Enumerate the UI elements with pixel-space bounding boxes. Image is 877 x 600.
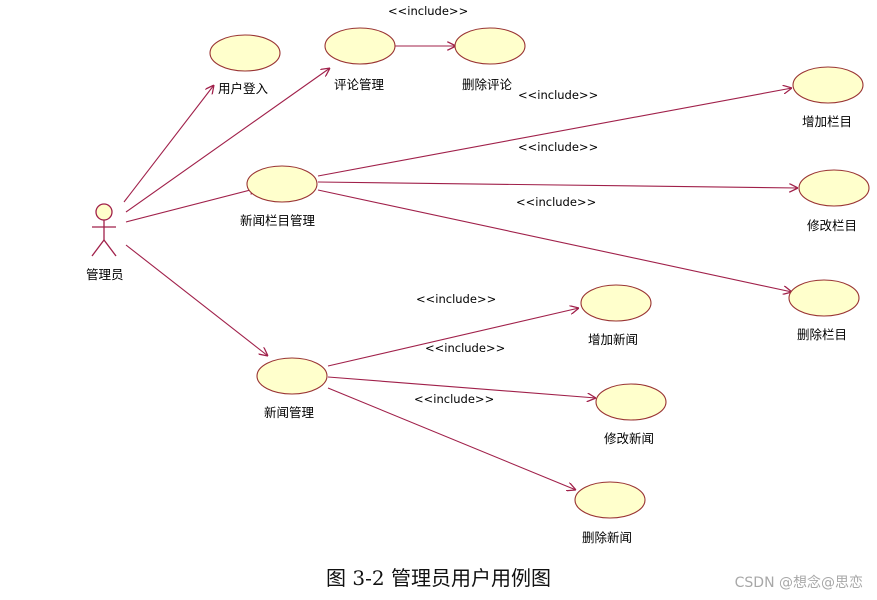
use-case-add-news[interactable] bbox=[580, 284, 652, 322]
actor-leg-right bbox=[103, 239, 117, 257]
use-case-comment-mgmt[interactable] bbox=[324, 27, 396, 65]
use-case-delete-news[interactable] bbox=[574, 481, 646, 519]
csdn-watermark: CSDN @想念@思恋 bbox=[734, 575, 863, 591]
use-case-delete-comment[interactable] bbox=[454, 27, 526, 65]
use-case-edit-news[interactable] bbox=[595, 383, 667, 421]
label-login: 用户登入 bbox=[218, 81, 269, 96]
label-edit-column: 修改栏目 bbox=[807, 218, 857, 233]
label-add-news: 增加新闻 bbox=[588, 332, 638, 347]
use-cases bbox=[209, 27, 870, 519]
assoc-news-mgmt bbox=[125, 244, 268, 356]
use-case-add-column[interactable] bbox=[792, 66, 864, 104]
associations bbox=[123, 46, 798, 490]
label-edit-news: 修改新闻 bbox=[604, 431, 654, 446]
stereotype-delete-news: <<include>> bbox=[414, 392, 494, 406]
label-delete-comment: 删除评论 bbox=[462, 77, 513, 92]
stereotype-edit-column: <<include>> bbox=[518, 140, 598, 154]
stereotype-delete-comment: <<include>> bbox=[388, 4, 468, 18]
use-case-diagram: 管理员 用户登入 评论管理 删除评论 新闻栏目管理 增加栏目 修改栏目 删除栏目… bbox=[86, 4, 870, 545]
include-add-news bbox=[327, 308, 579, 367]
use-case-login[interactable] bbox=[209, 34, 281, 72]
use-case-delete-column[interactable] bbox=[788, 279, 860, 317]
actor-label: 管理员 bbox=[86, 267, 124, 282]
include-edit-column bbox=[317, 181, 798, 188]
use-case-news-mgmt[interactable] bbox=[256, 357, 328, 395]
label-column-mgmt: 新闻栏目管理 bbox=[240, 213, 316, 228]
label-add-column: 增加栏目 bbox=[802, 114, 852, 129]
assoc-column-mgmt bbox=[125, 188, 258, 223]
include-delete-column bbox=[317, 189, 792, 292]
label-news-mgmt: 新闻管理 bbox=[264, 405, 315, 420]
actor-figure bbox=[91, 203, 117, 257]
label-comment-mgmt: 评论管理 bbox=[334, 77, 385, 92]
label-delete-news: 删除新闻 bbox=[582, 530, 632, 545]
use-case-column-mgmt[interactable] bbox=[246, 165, 318, 203]
actor-head bbox=[95, 203, 113, 221]
stereotype-add-news: <<include>> bbox=[416, 292, 496, 306]
use-case-edit-column[interactable] bbox=[798, 169, 870, 207]
stereotype-edit-news: <<include>> bbox=[425, 341, 505, 355]
label-delete-column: 删除栏目 bbox=[797, 327, 847, 342]
stereotype-delete-column: <<include>> bbox=[516, 195, 596, 209]
include-edit-news bbox=[327, 376, 596, 398]
actor-leg-left bbox=[91, 239, 105, 257]
include-add-column bbox=[317, 88, 792, 177]
stereotype-add-column: <<include>> bbox=[518, 88, 598, 102]
assoc-comment-mgmt bbox=[125, 68, 330, 213]
assoc-login bbox=[123, 85, 214, 203]
include-delete-news bbox=[327, 387, 576, 490]
figure-caption: 图 3-2 管理员用户用例图 bbox=[326, 566, 551, 590]
